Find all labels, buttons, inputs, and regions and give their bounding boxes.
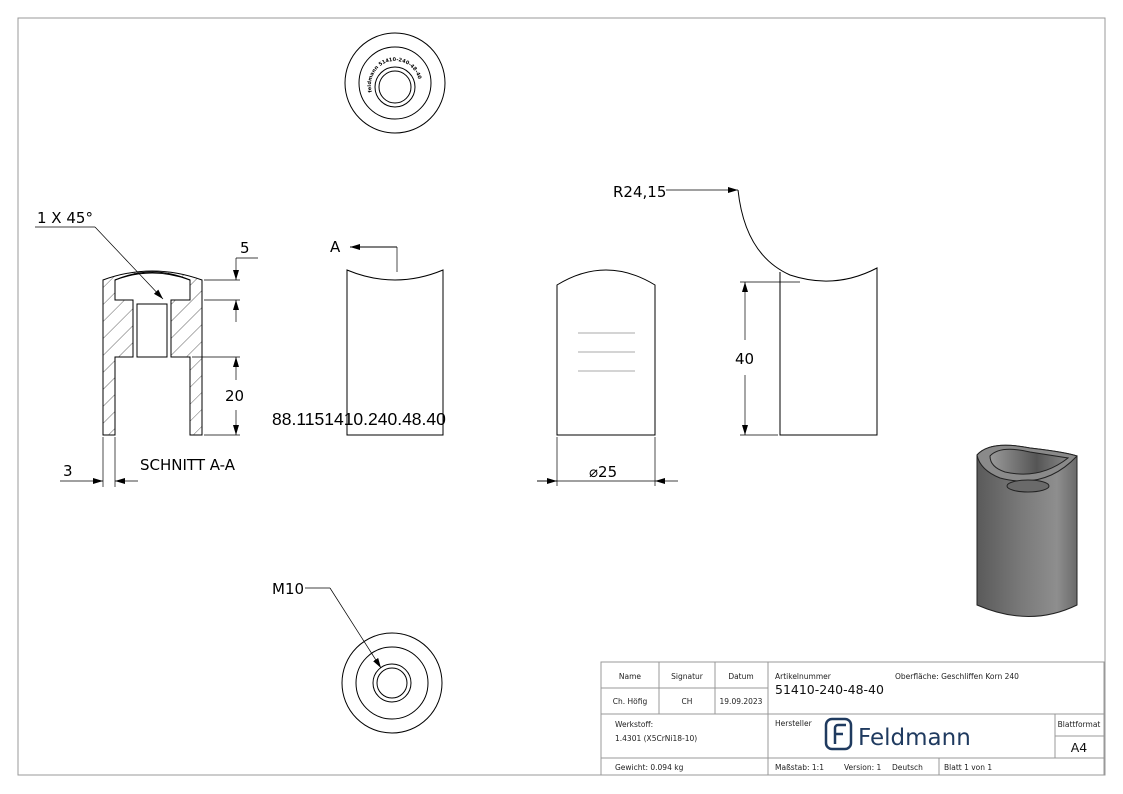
werkstoff-label: Werkstoff: (615, 720, 653, 729)
massstab: Maßstab: 1:1 (775, 763, 824, 772)
feldmann-logo: Feldmann (824, 717, 971, 751)
blatt: Blatt 1 von 1 (944, 763, 992, 772)
datum-value: 19.09.2023 (720, 697, 763, 706)
blattformat-label: Blattformat (1058, 720, 1101, 729)
thread-dimension: M10 (272, 580, 304, 598)
section-marker: A (330, 238, 341, 256)
signatur-label: Signatur (671, 672, 704, 681)
artikelnummer-label: Artikelnummer (775, 672, 832, 681)
front-view: A 88.1151410.240.48.40 (272, 238, 446, 436)
radius-dimension: R24,15 (613, 183, 666, 201)
blattformat-value: A4 (1071, 740, 1088, 755)
werkstoff-value: 1.4301 (X5CrNi18-10) (615, 734, 697, 743)
wall-3-dimension: 3 (63, 462, 73, 480)
sprache: Deutsch (892, 763, 923, 772)
isometric-3d-view (976, 444, 1078, 617)
name-value: Ch. Höfig (613, 697, 648, 706)
chamfer-dimension: 1 X 45° (37, 209, 93, 227)
gewicht: Gewicht: 0.094 kg (615, 763, 684, 772)
hersteller-label: Hersteller (775, 719, 813, 728)
part-marking: 88.1151410.240.48.40 (272, 409, 446, 429)
signatur-value: CH (682, 697, 693, 706)
diameter-dimension: ⌀25 (589, 463, 617, 481)
section-label: SCHNITT A-A (140, 456, 236, 474)
datum-label: Datum (728, 672, 753, 681)
section-view: 1 X 45° 5 20 3 SCHNITT A-A (35, 209, 258, 487)
bottom-view: M10 (272, 580, 443, 734)
depth-5-dimension: 5 (240, 239, 250, 257)
version: Version: 1 (844, 763, 881, 772)
name-label: Name (619, 672, 642, 681)
logo-text: Feldmann (858, 725, 971, 751)
title-block: Name Signatur Datum Ch. Höfig CH 19.09.2… (600, 661, 1105, 776)
top-view: feldmann 51410-240-48-40 (344, 32, 446, 134)
height-40-dimension: 40 (735, 350, 754, 368)
side-view: ⌀25 (537, 269, 678, 486)
sheet-border (17, 17, 1106, 776)
artikelnummer-value: 51410-240-48-40 (775, 682, 884, 697)
depth-20-dimension: 20 (225, 387, 244, 405)
oberflaeche: Oberfläche: Geschliffen Korn 240 (895, 672, 1019, 681)
right-view: R24,15 40 (613, 183, 878, 436)
